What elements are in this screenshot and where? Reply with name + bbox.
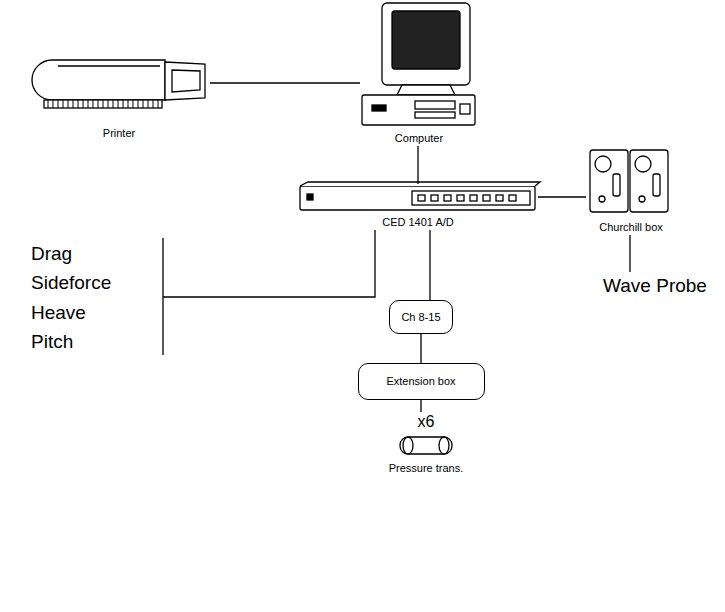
- node-label: x6: [418, 413, 435, 431]
- transducer-node: x6Pressure trans.: [376, 412, 476, 476]
- channel-group: DragSideforceHeavePitch: [28, 238, 163, 358]
- printer-illustration: [32, 60, 205, 108]
- connector-line: [420, 334, 421, 363]
- amplifier-node: Churchill box: [586, 147, 676, 235]
- connector-line: [420, 400, 421, 412]
- node-label: Ch 8-15: [401, 311, 440, 324]
- node-label: Computer: [395, 132, 443, 145]
- interface-node: CED 1401 A/D: [298, 184, 538, 230]
- node-label: Sideforce: [31, 272, 111, 294]
- amplifier-illustration: [590, 150, 668, 212]
- connector-line: [538, 196, 586, 197]
- node-label: Drag: [31, 243, 72, 265]
- node-label: Extension box: [386, 375, 455, 388]
- channel-box: Ch 8-15: [389, 300, 453, 334]
- connector-line: [429, 230, 430, 300]
- interface-illustration: [300, 182, 540, 210]
- probe-node: Wave Probe: [599, 272, 711, 300]
- node-label: Pressure trans.: [389, 462, 464, 475]
- extension-box: Extension box: [358, 363, 485, 400]
- connector-line: [629, 235, 630, 272]
- computer-illustration: [362, 3, 475, 125]
- transducer-illustration: [400, 437, 452, 454]
- computer-node: Computer: [360, 0, 478, 146]
- printer-node: Printer: [28, 55, 210, 141]
- connector-line: [417, 146, 418, 184]
- node-label: Heave: [31, 302, 86, 324]
- connector-line: [210, 82, 360, 83]
- node-label: Churchill box: [599, 221, 663, 234]
- node-label: Printer: [103, 127, 135, 140]
- node-label: Wave Probe: [603, 275, 707, 297]
- connector-line: [163, 230, 375, 297]
- node-label: CED 1401 A/D: [382, 216, 454, 229]
- node-label: Pitch: [31, 331, 73, 353]
